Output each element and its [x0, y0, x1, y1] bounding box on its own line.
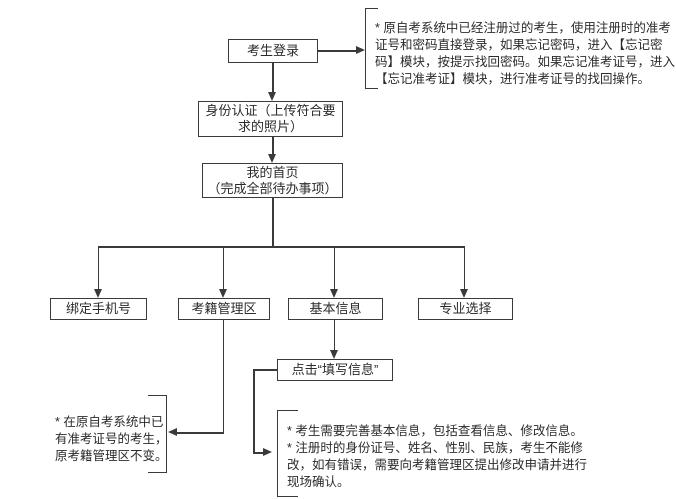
connector-drop-major-selection [463, 246, 465, 289]
bracket-bottom-left-note [148, 395, 167, 473]
node-my-homepage: 我的首页 （完成全部待办事项） [202, 163, 343, 198]
branch-rail [98, 246, 465, 248]
connector-drop-admin-area [222, 246, 224, 289]
connector-fillinfo-note [253, 452, 263, 454]
connector-fillinfo-elbow-down [253, 369, 255, 453]
node-candidate-login: 考生登录 [228, 39, 318, 63]
arrowhead-down-icon [459, 289, 468, 298]
arrowhead-down-icon [268, 92, 277, 101]
bracket-top-right-note [365, 8, 378, 89]
arrowhead-down-icon [329, 350, 338, 359]
note-login-help: * 原自考系统中已经注册过的考生，使用注册时的准考 证号和密码直接登录，如果忘记… [375, 21, 676, 86]
node-identity-auth: 身份认证（上传符合要 求的照片） [198, 101, 343, 137]
arrowhead-left-icon [168, 428, 177, 437]
connector-drop-basic-info [333, 246, 335, 289]
connector-basicinfo-fillinfo [333, 320, 335, 350]
node-bind-phone: 绑定手机号 [50, 298, 147, 320]
connector-login-identity [272, 63, 274, 92]
arrowhead-down-icon [329, 289, 338, 298]
note-basic-info-rules: * 考生需要完善基本信息，包括查看信息、修改信息。 * 注册时的身份证号、姓名、… [287, 424, 588, 489]
node-exam-admin-area: 考籍管理区 [178, 298, 270, 320]
connector-drop-bind-phone [97, 246, 99, 289]
arrowhead-down-icon [93, 289, 102, 298]
connector-adminarea-down [222, 320, 224, 433]
connector-homepage-rail [272, 198, 274, 247]
connector-adminarea-note [177, 432, 224, 434]
connector-fillinfo-elbow-top [253, 369, 277, 371]
arrowhead-right-icon [263, 448, 272, 457]
node-fill-info: 点击“填写信息” [277, 359, 393, 381]
connector-login-to-note [318, 50, 356, 52]
bracket-bottom-right-note [277, 410, 298, 497]
arrowhead-right-icon [356, 46, 365, 55]
node-basic-info: 基本信息 [288, 298, 383, 320]
connector-identity-homepage [272, 137, 274, 154]
note-admin-area-unchanged: * 在原自考系统中已 有准考证号的考生， 原考籍管理区不变。 [55, 415, 168, 463]
arrowhead-down-icon [218, 289, 227, 298]
node-major-selection: 专业选择 [418, 298, 513, 320]
arrowhead-down-icon [268, 154, 277, 163]
